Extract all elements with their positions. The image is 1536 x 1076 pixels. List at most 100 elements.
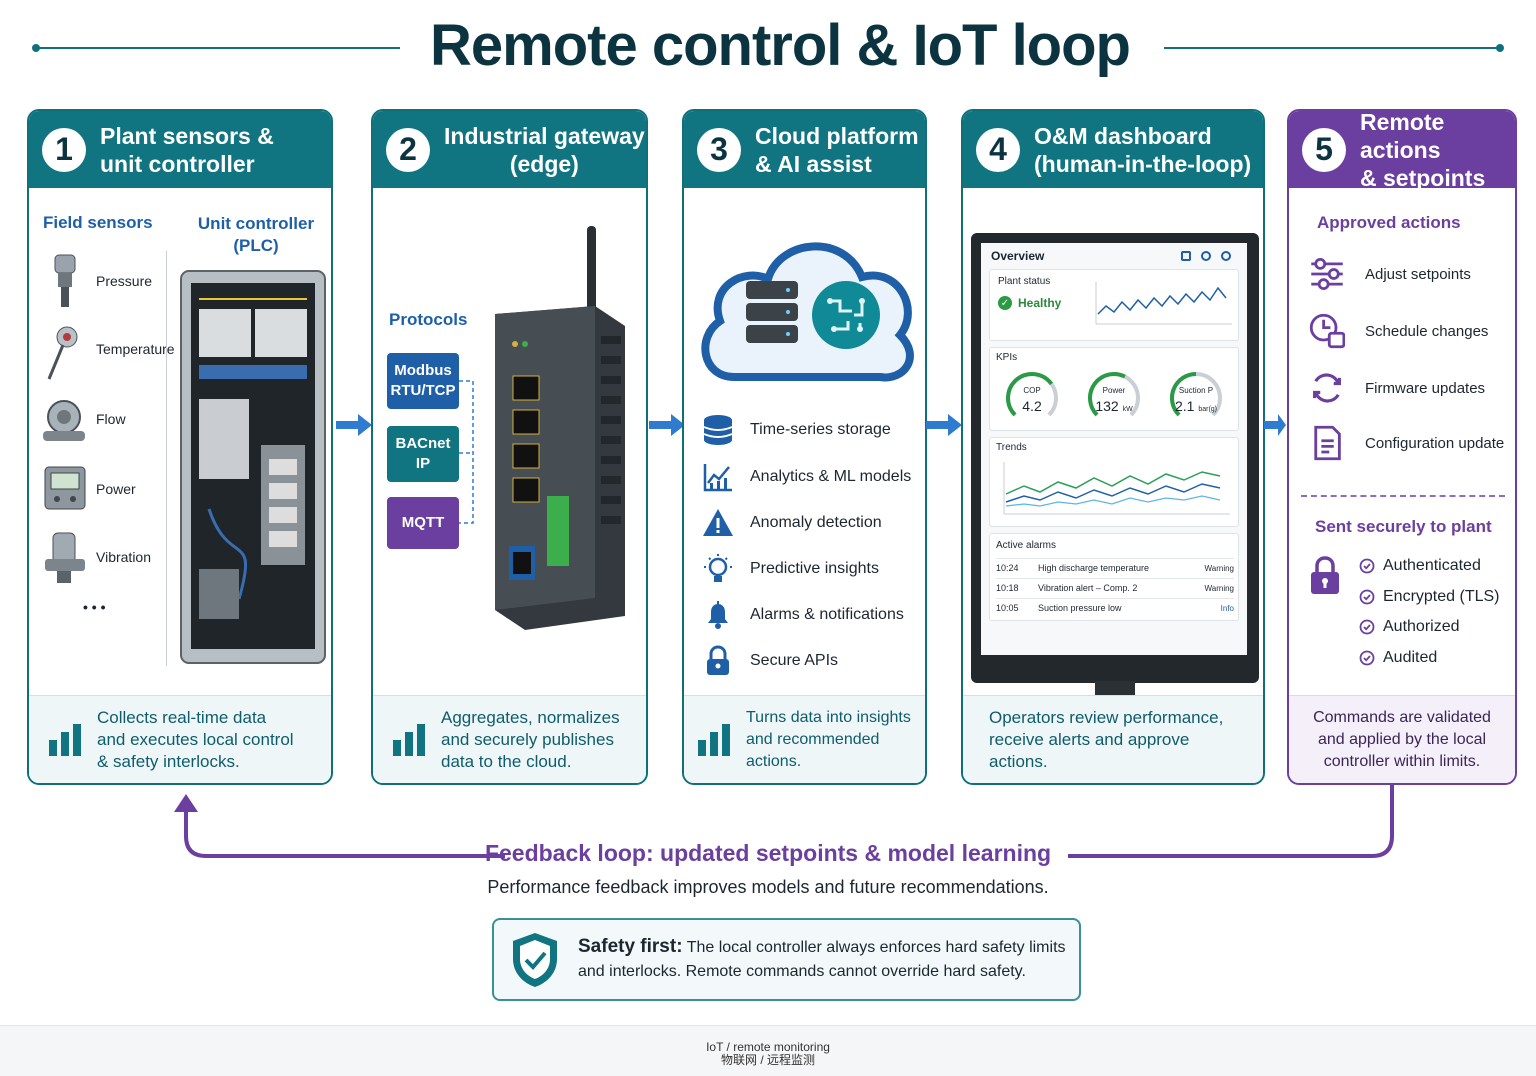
protocol-variant: IP xyxy=(415,455,431,472)
trends-chart xyxy=(1003,462,1230,515)
kpi-value: 132 kW xyxy=(1082,398,1146,414)
protocol-name: Modbus xyxy=(394,362,452,379)
check-encrypted: Encrypted (TLS) xyxy=(1359,588,1499,606)
action-firmware-updates[interactable]: Firmware updates xyxy=(1309,370,1485,406)
trends-label: Trends xyxy=(996,442,1027,453)
alarm-text: High discharge temperature xyxy=(1038,563,1150,573)
flow-arrow-icon xyxy=(336,414,372,436)
card-footer: Commands are validated and applied by th… xyxy=(1289,695,1515,783)
action-label: Configuration update xyxy=(1365,434,1505,452)
step-number: 4 xyxy=(976,127,1020,172)
check-circle-icon xyxy=(1359,619,1375,635)
step-number: 3 xyxy=(697,127,741,172)
field-sensors-heading: Field sensors xyxy=(43,213,153,232)
alarm-time: 10:24 xyxy=(996,563,1019,573)
kpis-panel: KPIs COP 4.2 Power 132 kW Suction P 2.1 … xyxy=(989,347,1239,431)
plant-status-panel: Plant status ✓ Healthy xyxy=(989,269,1239,341)
card-title-line-2: & AI assist xyxy=(755,150,872,177)
unit-controller-line-1: Unit controller xyxy=(197,214,315,233)
action-label: Firmware updates xyxy=(1365,379,1486,397)
kpis-label: KPIs xyxy=(996,352,1018,363)
status-sparkline xyxy=(1095,282,1232,325)
feature-predictive-insights: Predictive insights xyxy=(702,553,879,585)
check-authorized: Authorized xyxy=(1359,618,1460,636)
card-title-line-1: O&M dashboard xyxy=(1034,122,1212,149)
gauge-ring xyxy=(1088,372,1140,417)
sensor-label-power: Power xyxy=(96,481,136,497)
card-title-line-2: (human-in-the-loop) xyxy=(1034,150,1252,177)
alarm-row[interactable]: 10:18 Vibration alert – Comp. 2 Warning xyxy=(996,578,1234,597)
title-right-dot xyxy=(1496,44,1504,52)
card-industrial-gateway: 2 Industrial gateway (edge) Protocols Mo… xyxy=(371,109,648,785)
home-icon[interactable] xyxy=(1181,251,1191,261)
check-circle-icon: ✓ xyxy=(998,296,1012,310)
temperature-sensor-icon xyxy=(47,326,78,380)
action-label: Adjust setpoints xyxy=(1365,265,1471,283)
footer-line-3: & safety interlocks. xyxy=(97,751,240,771)
unit-controller-line-2: (PLC) xyxy=(233,236,279,255)
kpi-gauge-power: Power 132 kW xyxy=(1082,368,1146,428)
database-icon xyxy=(703,415,733,445)
gauge-ring xyxy=(1006,372,1058,417)
safety-callout: Safety first: The local controller alway… xyxy=(492,918,1081,1001)
footer-line-2: and securely publishes xyxy=(441,729,614,749)
settings-icon[interactable] xyxy=(1201,251,1211,261)
unit-controller-heading: Unit controller (PLC) xyxy=(197,213,315,257)
gauge-ring xyxy=(1170,372,1222,417)
user-icon[interactable] xyxy=(1221,251,1231,261)
action-schedule-changes[interactable]: Schedule changes xyxy=(1309,313,1488,349)
check-circle-icon xyxy=(1359,558,1375,574)
kpi-label: Suction P xyxy=(1178,386,1214,395)
kpi-unit: kW xyxy=(1122,406,1133,413)
check-authenticated: Authenticated xyxy=(1359,557,1481,575)
alarm-level: Warning xyxy=(1204,563,1235,573)
footer-line-3: controller within limits. xyxy=(1323,752,1481,770)
feature-time-series-storage: Time-series storage xyxy=(702,414,891,446)
sensor-label-temperature: Temperature xyxy=(96,341,175,357)
check-label: Encrypted (TLS) xyxy=(1383,588,1500,605)
sliders-icon xyxy=(1311,257,1343,291)
sensor-label-vibration: Vibration xyxy=(96,549,152,565)
card-footer-text: Operators review performance, receive al… xyxy=(989,707,1223,773)
alarm-level: Warning xyxy=(1204,583,1235,593)
footer-line-1: Commands are validated xyxy=(1313,708,1491,726)
plc-cabinet-image xyxy=(180,270,326,664)
feature-anomaly-detection: Anomaly detection xyxy=(702,507,882,539)
kpi-label: COP xyxy=(1023,386,1041,395)
healthy-label: Healthy xyxy=(1018,296,1062,310)
sensor-label-pressure: Pressure xyxy=(96,273,153,289)
card-footer-text: Collects real-time data and executes loc… xyxy=(97,707,294,773)
check-circle-icon xyxy=(1359,650,1375,666)
action-configuration-update[interactable]: Configuration update xyxy=(1309,425,1504,461)
bar-chart-icon xyxy=(49,723,81,756)
footer-line-2: and executes local control xyxy=(97,729,294,749)
alarm-row[interactable]: 10:05 Suction pressure low Info xyxy=(996,598,1234,617)
footer-line-1: Turns data into insights xyxy=(746,708,911,726)
step-number: 5 xyxy=(1302,127,1346,172)
alarm-text: Vibration alert – Comp. 2 xyxy=(1038,583,1138,593)
card-om-dashboard: 4 O&M dashboard (human-in-the-loop) Over… xyxy=(961,109,1265,785)
card-title: Cloud platform & AI assist xyxy=(755,122,919,178)
card-footer: Collects real-time data and executes loc… xyxy=(29,695,331,783)
footer-line-3: data to the cloud. xyxy=(441,751,572,771)
gauge-fill xyxy=(1006,372,1054,417)
card-header: 3 Cloud platform & AI assist xyxy=(684,111,925,188)
kpi-label: Power xyxy=(1102,386,1126,395)
padlock-icon xyxy=(1311,556,1339,594)
document-icon xyxy=(1314,425,1341,461)
protocol-badge-bacnet: BACnet IP xyxy=(387,426,459,482)
kpi-gauge-suction: Suction P 2.1 bar(g) xyxy=(1164,368,1228,428)
card-remote-actions: 5 Remote actions & setpoints Approved ac… xyxy=(1287,109,1517,785)
feedback-loop-arrow xyxy=(174,784,1394,858)
card-header: 1 Plant sensors & unit controller xyxy=(29,111,331,188)
safety-text: Safety first: The local controller alway… xyxy=(578,935,1066,984)
cloud-ai-image xyxy=(701,242,914,382)
alarm-row[interactable]: 10:24 High discharge temperature Warning xyxy=(996,558,1234,577)
card-title-line-1: Industrial gateway xyxy=(444,122,645,149)
protocol-connector-lines xyxy=(459,380,474,524)
action-adjust-setpoints[interactable]: Adjust setpoints xyxy=(1309,256,1471,292)
card-header: 2 Industrial gateway (edge) xyxy=(373,111,646,188)
footer-line-2: and applied by the local xyxy=(1317,730,1487,748)
card-footer-text: Aggregates, normalizes and securely publ… xyxy=(441,707,620,773)
footer-line-1: Collects real-time data xyxy=(97,707,267,727)
